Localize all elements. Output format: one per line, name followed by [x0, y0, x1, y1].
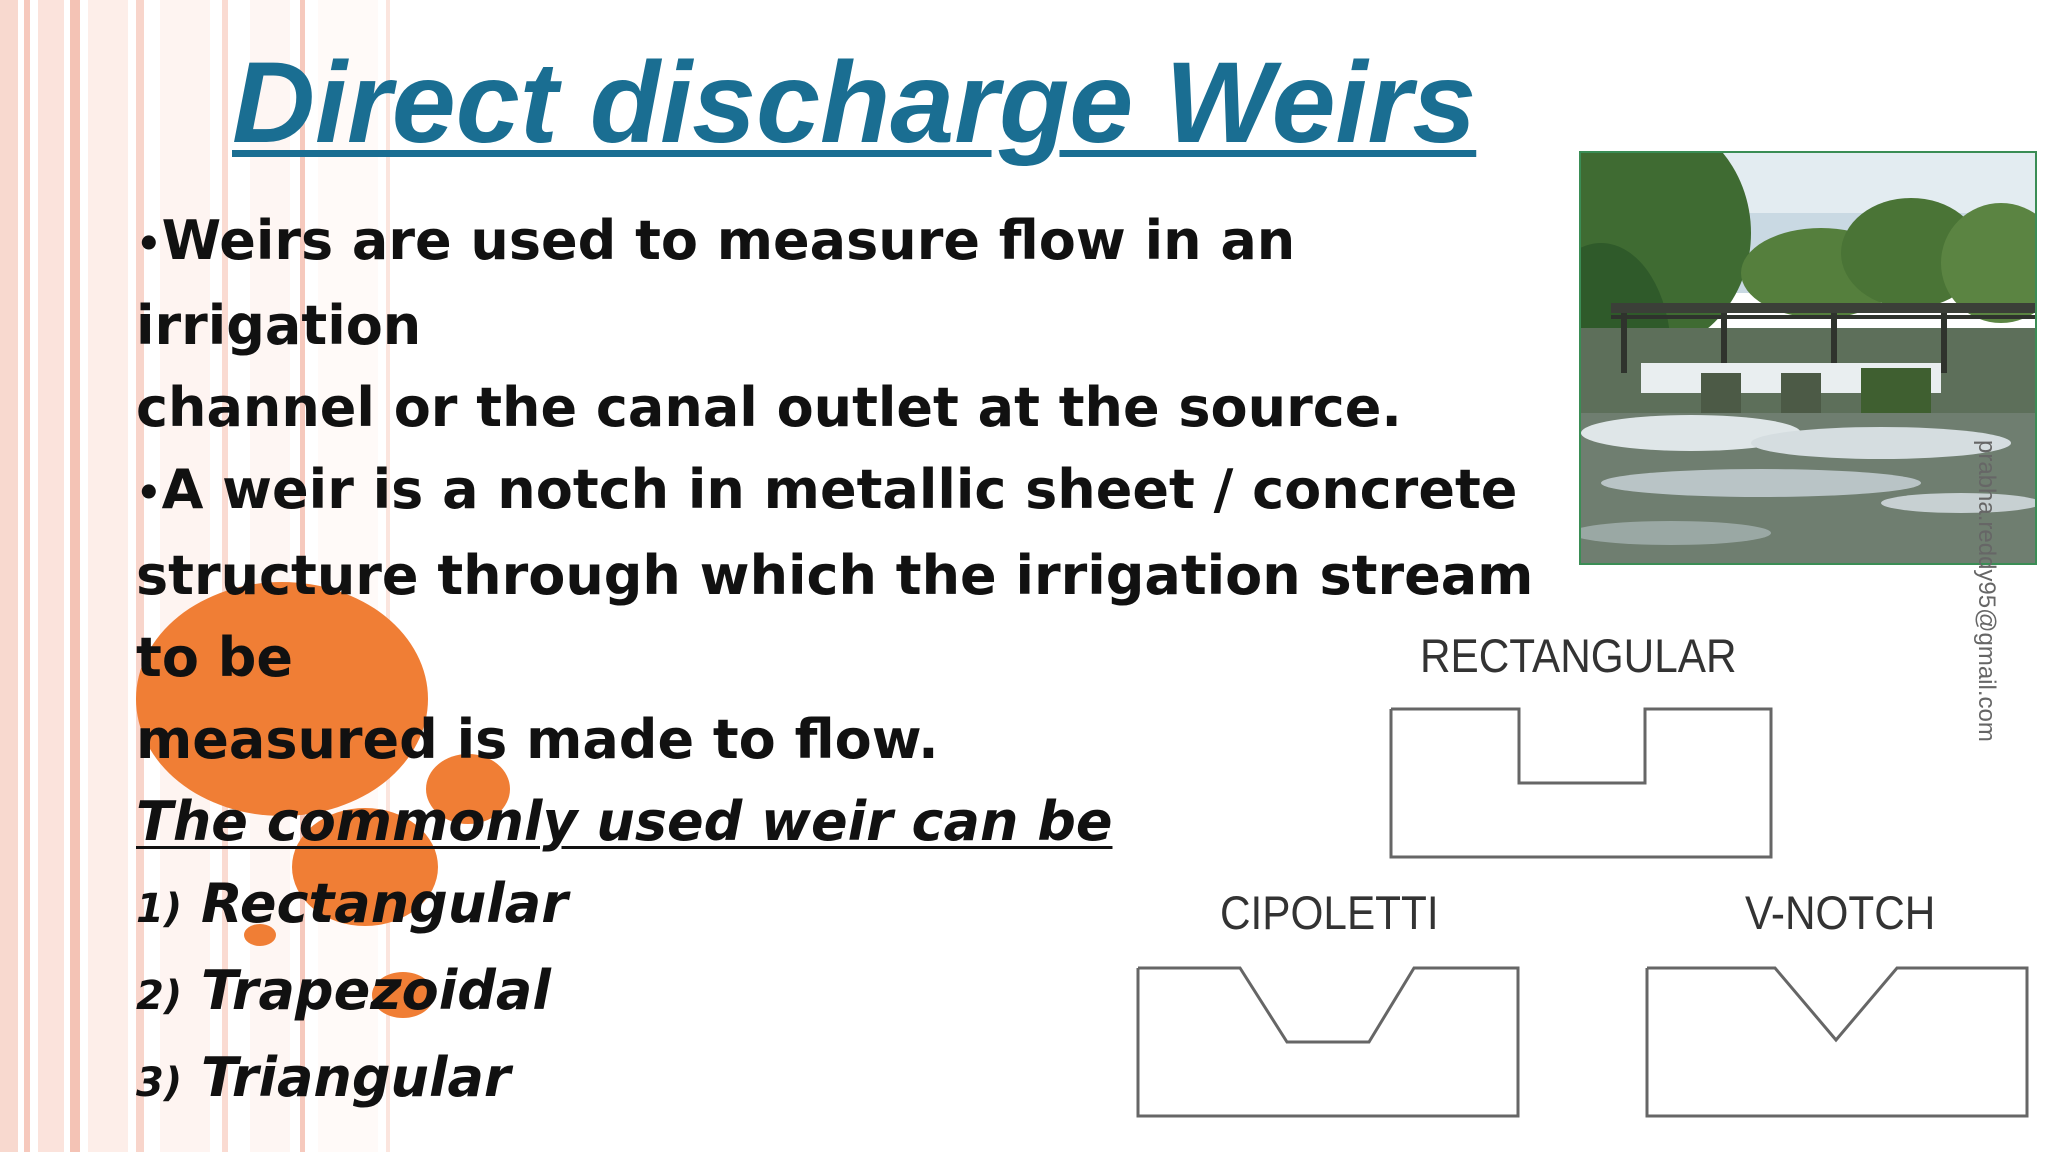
decorative-circle-bottom: [372, 972, 434, 1018]
weir-photo: [1579, 151, 2037, 565]
list-number: 2): [136, 972, 183, 1019]
decorative-dot: [244, 924, 276, 946]
paragraph-2-line-3: measured is made to flow.: [136, 707, 939, 771]
paragraph-1: •Weirs are used to measure flow in an ir…: [136, 200, 1586, 449]
body-text: •Weirs are used to measure flow in an ir…: [136, 200, 1586, 1124]
paragraph-1-line-1: Weirs are used to measure flow in an irr…: [136, 209, 1296, 358]
v-notch-label: V-NOTCH: [1745, 886, 1936, 939]
cipoletti-weir-diagram: [1136, 966, 1520, 1118]
list-heading: The commonly used weir can be: [136, 789, 1113, 853]
watermark: prabha.reddy95@gmail.com: [1973, 440, 2000, 742]
rectangular-weir-diagram: [1389, 707, 1773, 859]
paragraph-2: •A weir is a notch in metallic sheet / c…: [136, 449, 1586, 780]
list-item-triangular: 3) Triangular: [136, 1037, 1586, 1124]
list-item-trapezoidal: 2) Trapezoidal: [136, 950, 1586, 1037]
decorative-stripes: [0, 0, 400, 1152]
bullet: •: [136, 221, 162, 268]
paragraph-2-line-2: structure through which the irrigation s…: [136, 543, 1534, 689]
weir-photo-illustration: [1581, 153, 2035, 563]
decorative-circle-medium: [292, 808, 438, 926]
decorative-circle-small: [426, 754, 510, 824]
v-notch-weir-diagram: [1645, 966, 2029, 1118]
paragraph-1-line-2: channel or the canal outlet at the sourc…: [136, 376, 1402, 440]
list-number: 3): [136, 1059, 183, 1106]
list-item-rectangular: 1) Rectangular: [136, 863, 1586, 950]
decorative-circle-large: [136, 582, 428, 816]
slide-title: Direct discharge Weirs: [232, 39, 1477, 167]
cipoletti-label: CIPOLETTI: [1220, 886, 1439, 939]
list-label: Rectangular: [200, 871, 568, 935]
list-label: Trapezoidal: [200, 958, 551, 1022]
bullet: •: [136, 470, 162, 517]
list-label: Triangular: [200, 1045, 511, 1109]
list-number: 1): [136, 885, 183, 932]
paragraph-2-line-1: A weir is a notch in metallic sheet / co…: [161, 458, 1518, 522]
rectangular-label: RECTANGULAR: [1420, 629, 1737, 682]
